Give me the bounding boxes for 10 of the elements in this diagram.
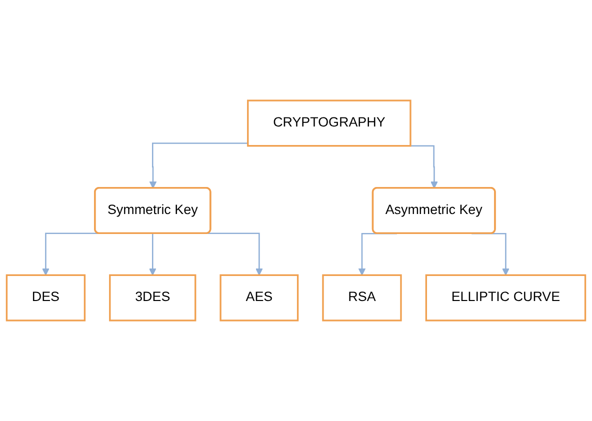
arrow [42,232,98,276]
node-box: RSA [322,274,402,322]
arrow [208,232,263,276]
node-box: 3DES [109,274,196,322]
node-box: AES [220,274,299,322]
node-box: ELLIPTIC CURVE [425,274,586,322]
node-box: DES [6,274,86,322]
arrow [149,142,248,189]
arrow [148,232,156,276]
node-box: CRYPTOGRAPHY [247,100,412,147]
